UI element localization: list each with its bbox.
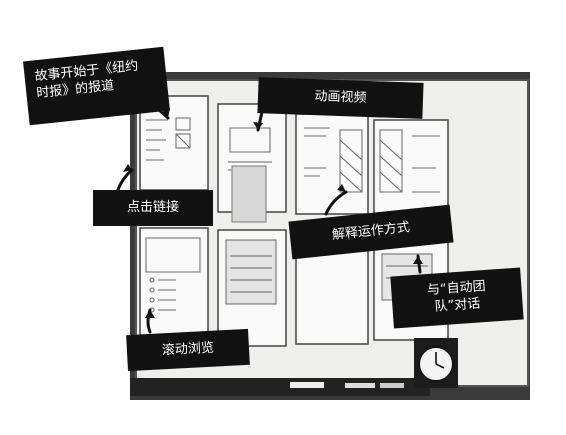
marker bbox=[345, 383, 375, 388]
panel bbox=[295, 243, 369, 345]
label-team-conversation: 与“自动团 队”对话 bbox=[390, 267, 524, 329]
panel bbox=[373, 119, 449, 221]
panel bbox=[139, 227, 209, 347]
printed-photo bbox=[231, 165, 267, 223]
marker-tray bbox=[130, 378, 430, 396]
marker bbox=[290, 382, 324, 388]
clock-icon bbox=[414, 338, 458, 388]
panel bbox=[295, 113, 369, 215]
marker bbox=[380, 383, 404, 388]
label-scroll-browse: 滚动浏览 bbox=[126, 328, 250, 372]
label-animation-video: 动画视频 bbox=[257, 77, 424, 119]
label-click-link: 点击链接 bbox=[93, 190, 213, 226]
